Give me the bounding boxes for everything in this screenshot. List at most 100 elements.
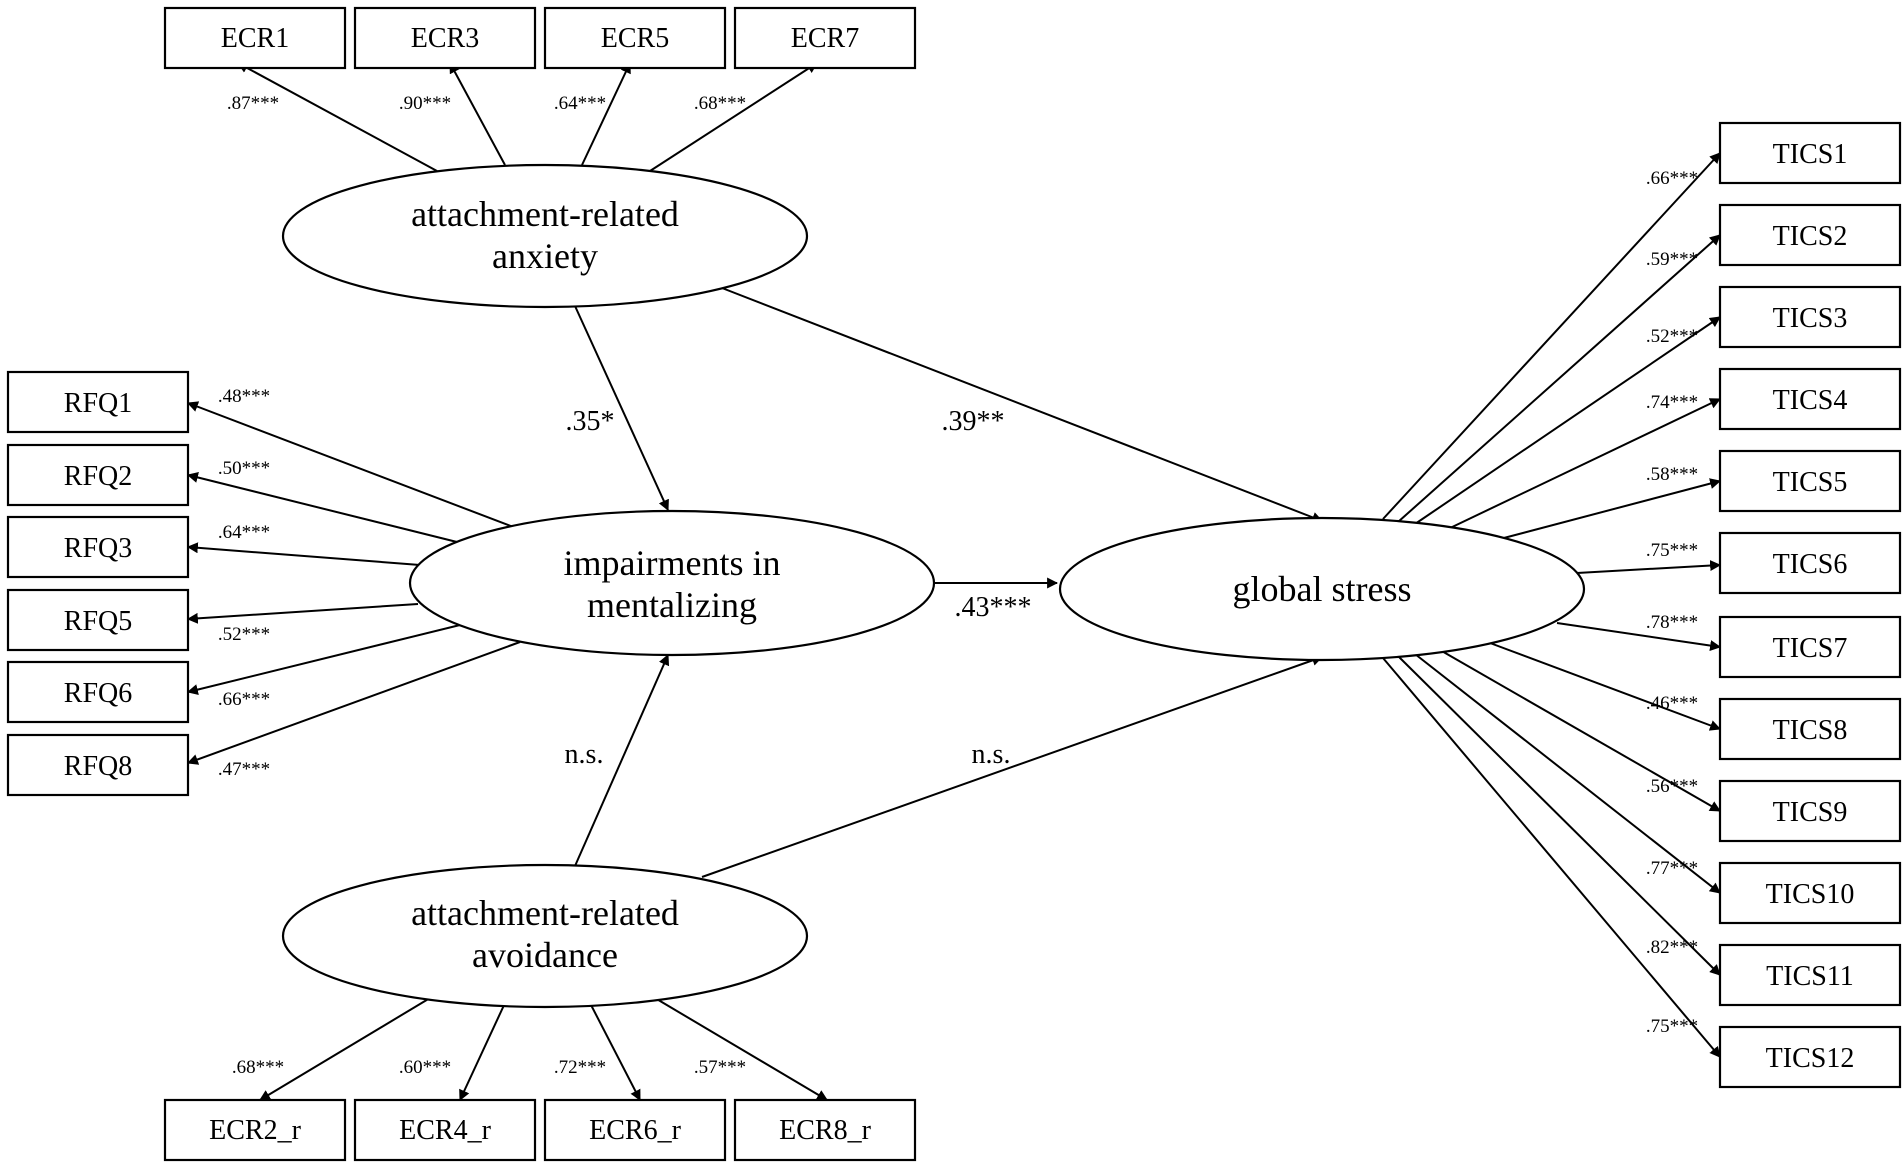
loading-tics6: .75*** [1646, 540, 1698, 561]
loading-edge-ecr5 [581, 62, 631, 166]
loading-edge-rfq1 [186, 401, 517, 529]
loading-edge-rfq3 [186, 542, 421, 566]
indicator-rfq8-label: RFQ8 [64, 751, 132, 782]
loading-edge-tics1 [1382, 152, 1721, 520]
indicator-tics2: TICS2 [1718, 203, 1902, 267]
indicator-ecr2r-label: ECR2_r [209, 1115, 301, 1146]
indicator-tics12: TICS12 [1718, 1025, 1902, 1089]
loading-ecr2r: .68*** [232, 1057, 284, 1078]
indicator-rfq2: RFQ2 [6, 443, 190, 507]
loading-edge-ecr3 [449, 62, 506, 166]
loading-tics1: .66*** [1646, 168, 1698, 189]
indicator-tics10: TICS10 [1718, 861, 1902, 925]
indicator-rfq6: RFQ6 [6, 660, 190, 724]
latent-mentalizing-line1: impairments in [564, 543, 781, 583]
coef-avoidance-to-stress: n.s. [972, 739, 1011, 770]
loading-tics11: .82*** [1646, 937, 1698, 958]
indicator-tics7: TICS7 [1718, 615, 1902, 679]
latent-anxiety-line1: attachment-related [411, 194, 679, 234]
indicator-tics9: TICS9 [1718, 779, 1902, 843]
loading-rfq3: .64*** [218, 522, 270, 543]
loading-ecr4r: .60*** [399, 1057, 451, 1078]
loading-edge-rfq2 [186, 472, 466, 545]
loading-tics8: .46*** [1646, 693, 1698, 714]
indicator-ecr3-label: ECR3 [411, 23, 479, 54]
indicator-tics11: TICS11 [1718, 943, 1902, 1007]
loading-edge-tics2 [1397, 234, 1721, 523]
loading-tics7: .78*** [1646, 612, 1698, 633]
coef-avoidance-to-mentalizing: n.s. [565, 739, 604, 770]
indicator-ecr7: ECR7 [733, 6, 917, 70]
indicator-tics8: TICS8 [1718, 697, 1902, 761]
indicator-tics10-label: TICS10 [1766, 879, 1855, 910]
loading-ecr3: .90*** [399, 93, 451, 114]
indicator-tics7-label: TICS7 [1773, 633, 1848, 664]
latent-anxiety-line2: anxiety [492, 236, 598, 276]
path-avoidance-to-mentalizing [574, 653, 670, 867]
indicator-rfq1: RFQ1 [6, 370, 190, 434]
indicator-ecr6r-label: ECR6_r [589, 1115, 681, 1146]
loading-edge-tics4 [1447, 398, 1721, 530]
loading-rfq6: .66*** [218, 689, 270, 710]
indicator-ecr2r: ECR2_r [163, 1098, 347, 1162]
indicator-rfq8: RFQ8 [6, 733, 190, 797]
loading-edge-tics5 [1499, 478, 1722, 540]
indicator-ecr1-label: ECR1 [221, 23, 289, 54]
loading-rfq5: .52*** [218, 624, 270, 645]
indicator-ecr4r: ECR4_r [353, 1098, 537, 1162]
latent-mentalizing-line2: mentalizing [587, 585, 757, 625]
latent-avoidance: attachment-related avoidance [281, 863, 809, 1009]
loading-edge-tics9 [1439, 649, 1721, 812]
loading-tics2: .59*** [1646, 249, 1698, 270]
indicator-ecr5-label: ECR5 [601, 23, 669, 54]
loading-edge-tics11 [1397, 655, 1721, 976]
indicator-tics4: TICS4 [1718, 367, 1902, 431]
loading-edge-ecr2r [259, 997, 431, 1101]
loading-edge-tics7 [1556, 622, 1722, 651]
loading-edge-tics12 [1382, 657, 1721, 1058]
latent-mentalizing: impairments in mentalizing [408, 509, 936, 657]
coef-mentalizing-to-stress: .43*** [955, 592, 1032, 623]
latent-anxiety: attachment-related anxiety [281, 163, 809, 309]
loading-tics5: .58*** [1646, 464, 1698, 485]
loading-ecr6r: .72*** [554, 1057, 606, 1078]
loading-rfq1: .48*** [218, 386, 270, 407]
indicator-rfq3: RFQ3 [6, 515, 190, 579]
loading-ecr8r: .57*** [694, 1057, 746, 1078]
loading-ecr7: .68*** [694, 93, 746, 114]
indicator-tics8-label: TICS8 [1773, 715, 1848, 746]
indicator-ecr6r: ECR6_r [543, 1098, 727, 1162]
loading-ecr5: .64*** [554, 93, 606, 114]
coef-anxiety-to-stress: .39** [942, 406, 1005, 437]
path-avoidance-to-stress [701, 655, 1324, 878]
loading-tics4: .74*** [1646, 392, 1698, 413]
loading-edge-rfq6 [186, 624, 461, 695]
indicator-ecr5: ECR5 [543, 6, 727, 70]
loading-edge-ecr8r [654, 997, 828, 1101]
path-anxiety-to-stress [721, 287, 1324, 523]
latent-stress-label: global stress [1233, 569, 1412, 609]
loading-edge-rfq8 [186, 641, 521, 765]
indicator-tics5-label: TICS5 [1773, 467, 1848, 498]
loading-edge-ecr1 [237, 62, 438, 172]
indicator-tics12-label: TICS12 [1766, 1043, 1855, 1074]
indicator-tics6: TICS6 [1718, 531, 1902, 595]
indicator-tics3: TICS3 [1718, 285, 1902, 349]
loading-edge-rfq5 [186, 603, 419, 624]
indicator-tics5: TICS5 [1718, 449, 1902, 513]
indicator-ecr8r-label: ECR8_r [779, 1115, 871, 1146]
latent-stress: global stress [1058, 516, 1586, 662]
loading-tics3: .52*** [1646, 326, 1698, 347]
loading-rfq2: .50*** [218, 458, 270, 479]
indicator-tics6-label: TICS6 [1773, 549, 1848, 580]
loading-tics10: .77*** [1646, 858, 1698, 879]
indicator-rfq1-label: RFQ1 [64, 388, 132, 419]
indicator-tics1-label: TICS1 [1773, 139, 1848, 170]
latent-avoidance-line2: avoidance [472, 935, 618, 975]
indicator-tics2-label: TICS2 [1773, 221, 1848, 252]
loading-edge-ecr7 [649, 62, 818, 172]
indicator-tics4-label: TICS4 [1773, 385, 1848, 416]
indicator-rfq3-label: RFQ3 [64, 533, 132, 564]
loading-edge-tics6 [1576, 560, 1722, 574]
